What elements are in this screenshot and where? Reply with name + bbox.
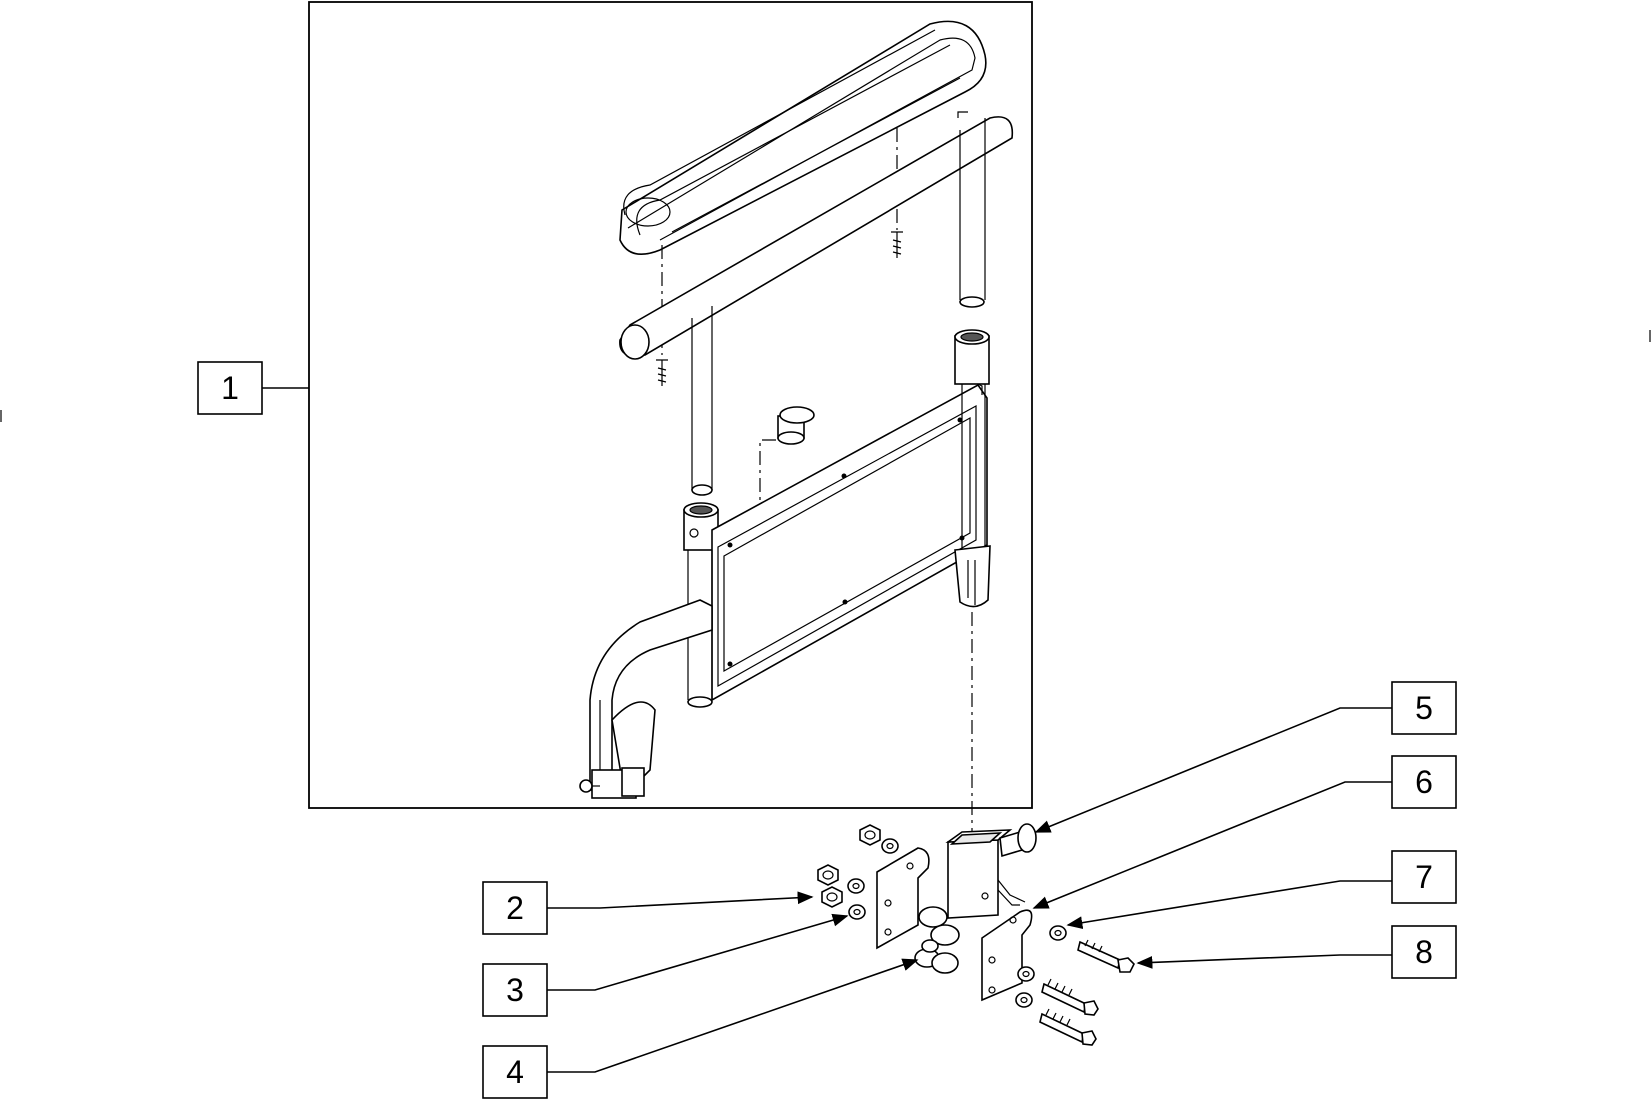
plug-cap xyxy=(759,406,815,505)
armrest-pad xyxy=(619,20,987,256)
washers xyxy=(847,838,1067,1008)
callout-6-label: 6 xyxy=(1415,764,1433,800)
callout-5: 5 xyxy=(1034,681,1457,833)
rear-post-with-hook xyxy=(579,550,713,799)
callout-8: 8 xyxy=(1136,925,1457,979)
callout-4-label: 4 xyxy=(506,1054,524,1090)
assembly-group-frame xyxy=(308,1,1033,809)
armrest-receiver-front xyxy=(954,329,990,385)
spring-plunger xyxy=(999,823,1037,858)
receiver-bracket xyxy=(945,829,1026,919)
spacers xyxy=(914,906,960,974)
armrest-tube xyxy=(619,111,1014,496)
callout-3-label: 3 xyxy=(506,972,524,1008)
front-post xyxy=(954,384,991,832)
mounting-plate-left xyxy=(876,847,930,950)
callout-8-label: 8 xyxy=(1415,934,1433,970)
callout-7: 7 xyxy=(1066,850,1457,930)
lock-nuts xyxy=(817,824,881,908)
mounting-plate-right xyxy=(981,909,1033,1002)
callout-3: 3 xyxy=(482,913,849,1017)
callout-1-label: 1 xyxy=(221,370,239,406)
callout-2: 2 xyxy=(482,881,814,935)
callout-2-label: 2 xyxy=(506,890,524,926)
callout-4: 4 xyxy=(482,958,919,1099)
armrest-screw-right xyxy=(891,128,903,258)
side-panel xyxy=(711,383,988,702)
bolts xyxy=(1039,939,1135,1046)
callout-5-label: 5 xyxy=(1415,690,1433,726)
callout-1: 1 xyxy=(197,361,309,415)
callout-7-label: 7 xyxy=(1415,859,1433,895)
callout-6: 6 xyxy=(1032,755,1457,909)
